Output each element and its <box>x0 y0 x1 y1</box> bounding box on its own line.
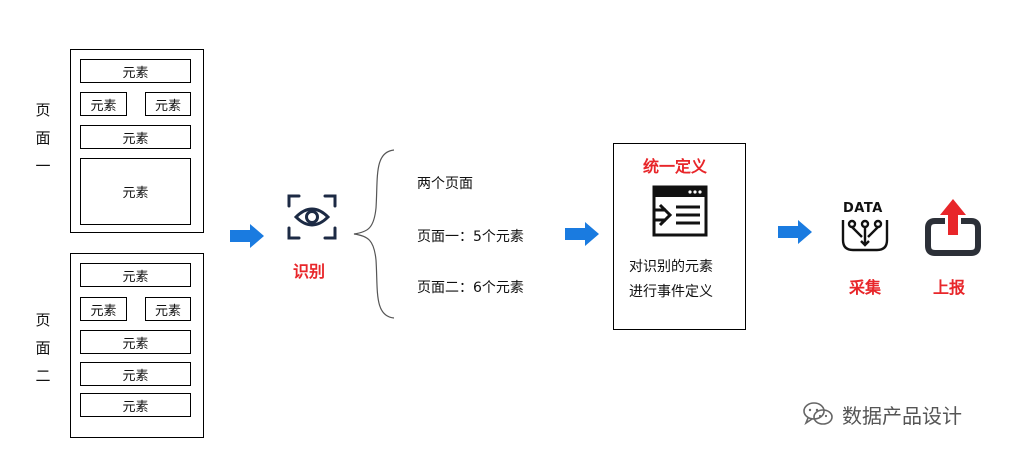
webpage-code-icon <box>652 185 708 237</box>
page1-element: 元素 <box>80 125 191 149</box>
page1-element: 元素 <box>145 92 191 116</box>
upload-icon <box>925 199 981 256</box>
summary-line-3: 页面二：6个元素 <box>417 280 524 296</box>
page2-label: 页 面 二 <box>35 311 51 385</box>
data-collect-icon <box>841 219 889 252</box>
report-label: 上报 <box>933 278 966 297</box>
summary-line-2: 页面一：5个元素 <box>417 229 524 245</box>
page2-element: 元素 <box>80 263 191 287</box>
summary-line-1: 两个页面 <box>417 176 473 192</box>
unify-desc-2: 进行事件定义 <box>629 284 713 300</box>
page1-element: 元素 <box>80 158 191 225</box>
flow-arrow <box>778 220 812 244</box>
page1-element: 元素 <box>80 59 191 83</box>
flow-arrow <box>565 222 599 246</box>
page2-element: 元素 <box>80 362 191 386</box>
page2-element: 元素 <box>145 297 191 321</box>
collect-label: 采集 <box>849 278 882 297</box>
flow-arrow <box>230 224 264 248</box>
page1-label: 页 面 一 <box>35 101 51 175</box>
page2-element: 元素 <box>80 393 191 417</box>
wechat-icon <box>803 402 833 426</box>
page2-element: 元素 <box>80 297 127 321</box>
page1-frame: 元素 元素 元素 元素 元素 <box>70 49 204 233</box>
page1-element: 元素 <box>80 92 127 116</box>
watermark-text: 数据产品设计 <box>842 404 962 428</box>
curly-brace <box>353 149 395 319</box>
identify-label: 识别 <box>293 262 326 281</box>
page2-element: 元素 <box>80 330 191 354</box>
unify-title: 统一定义 <box>643 157 708 176</box>
eye-scan-icon <box>287 194 337 240</box>
data-collect-icon-text: DATA <box>843 201 883 216</box>
unify-box: 统一定义 对识别的元素 进行事件定义 <box>613 143 746 330</box>
unify-desc-1: 对识别的元素 <box>629 259 713 275</box>
page2-frame: 元素 元素 元素 元素 元素 元素 <box>70 253 204 438</box>
